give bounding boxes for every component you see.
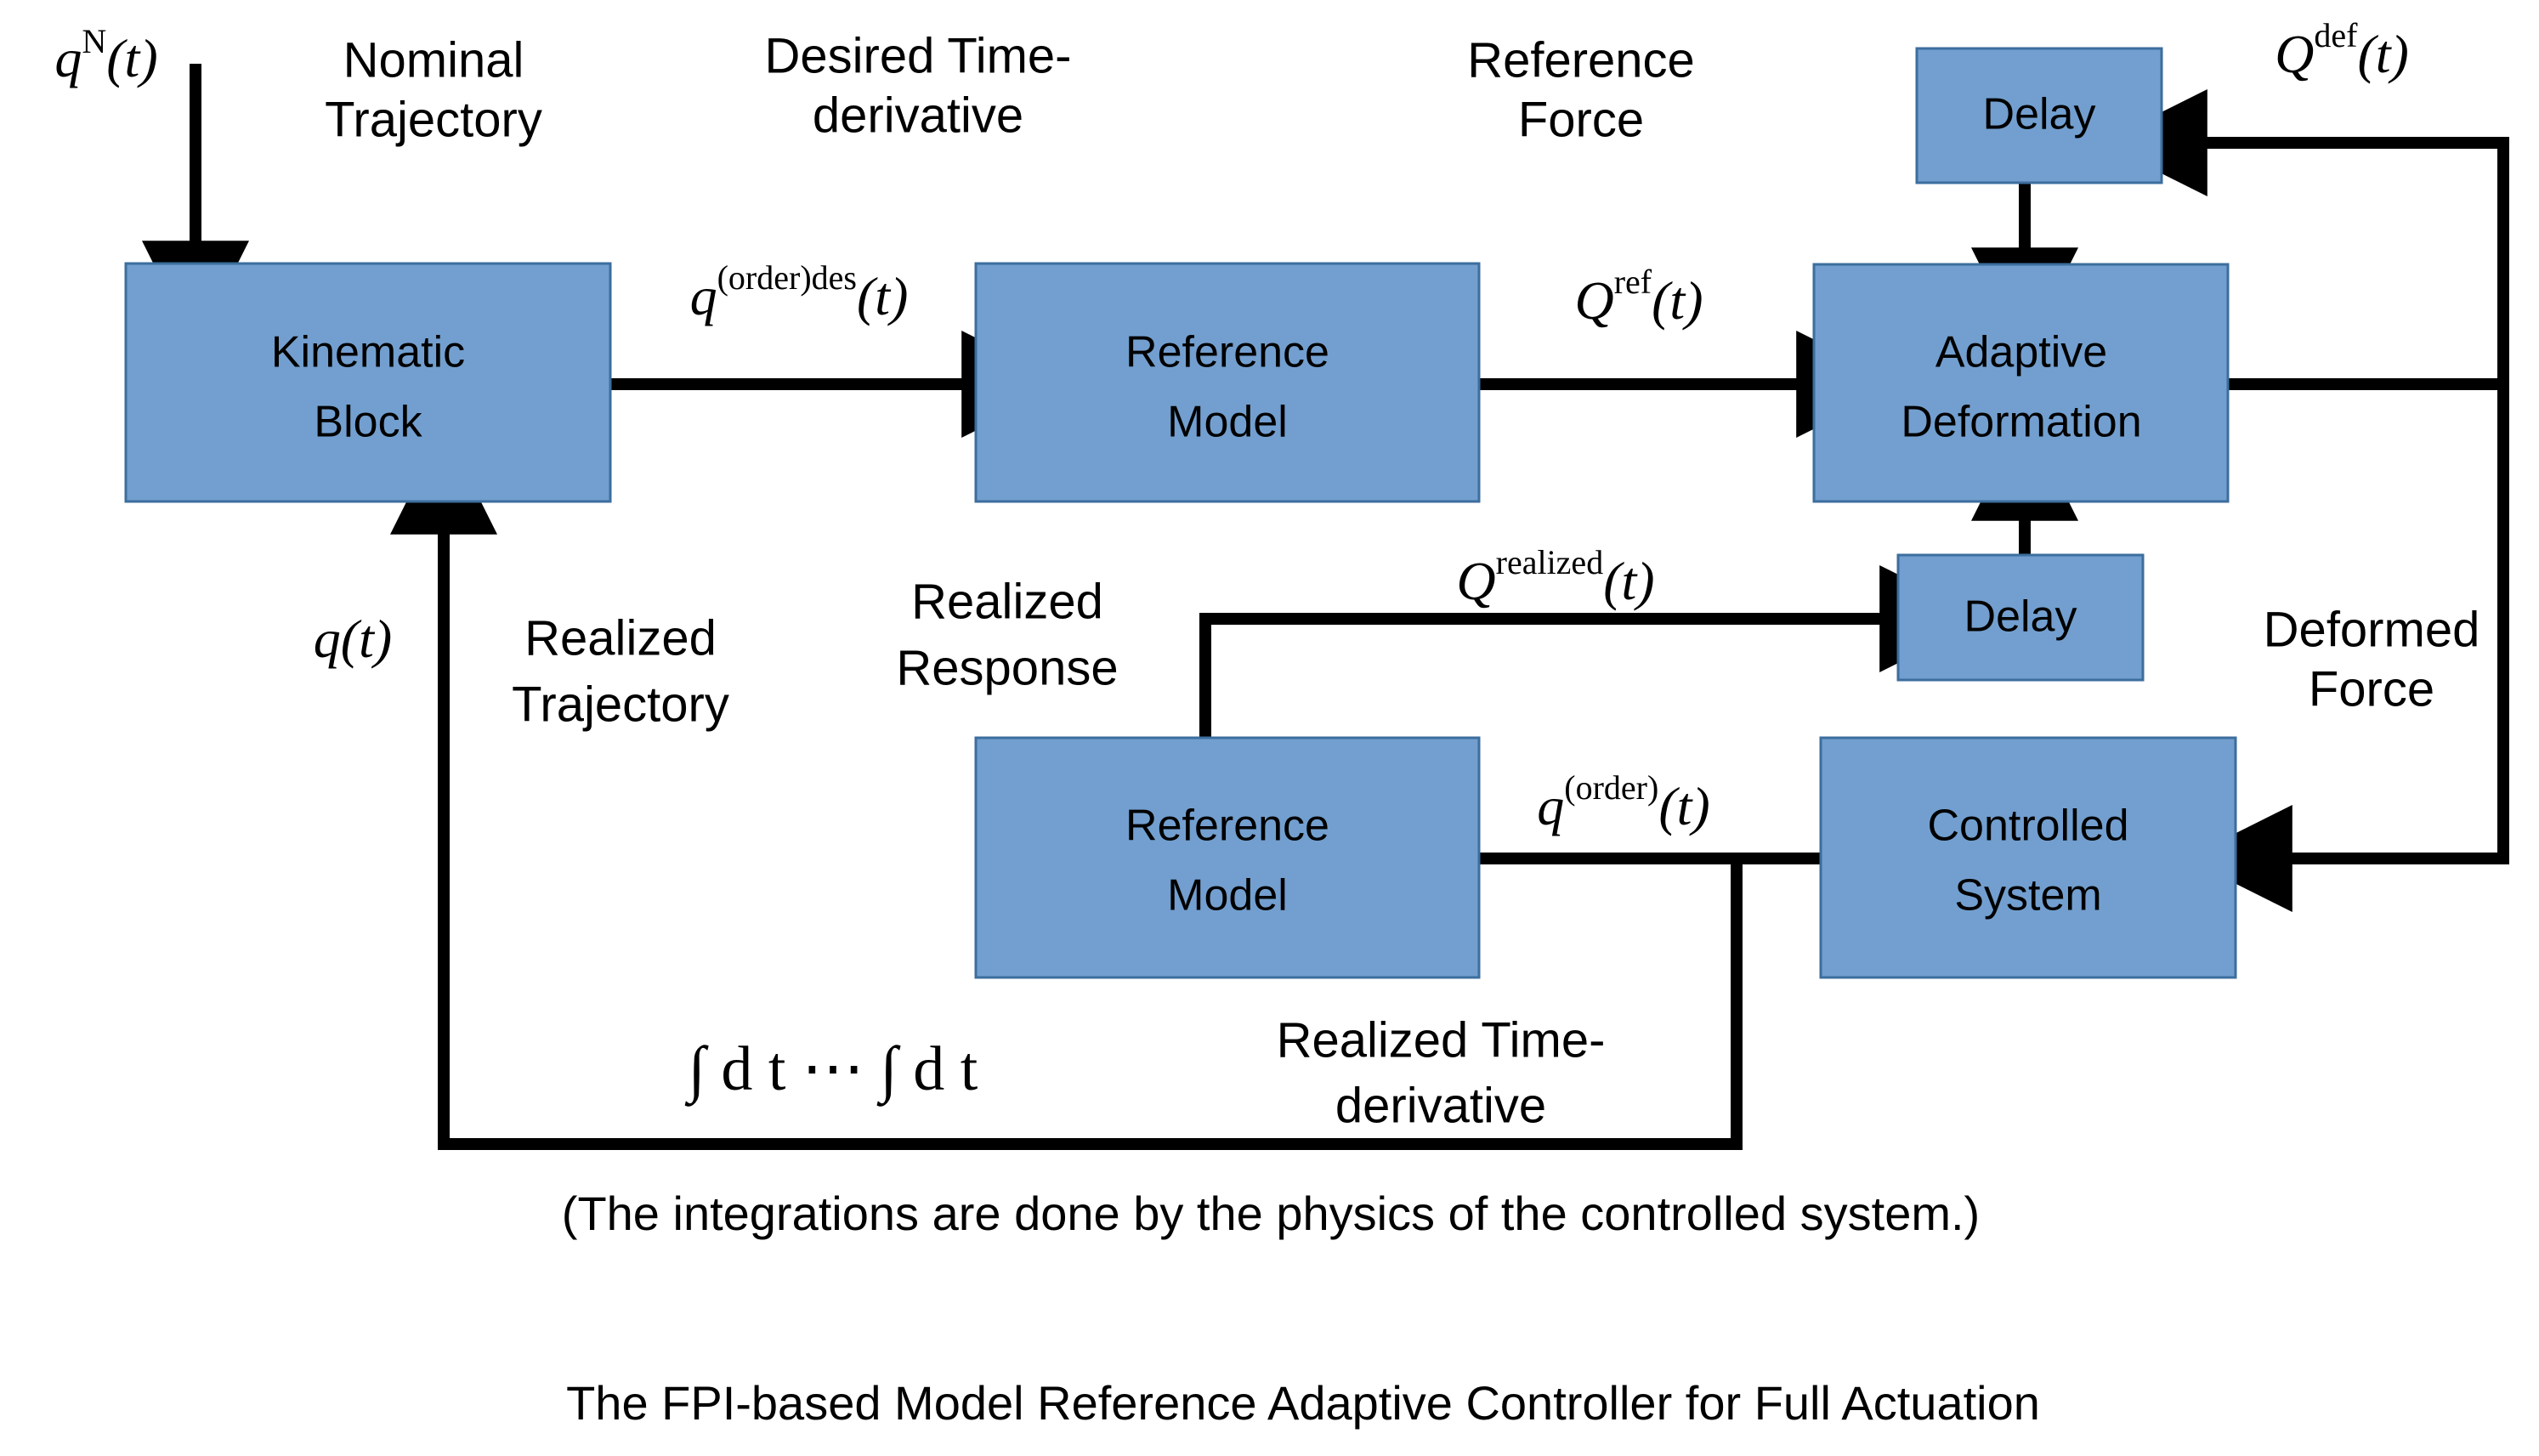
block-delay-mid-label: Delay xyxy=(1964,592,2077,642)
signal-q-nominal-base: q xyxy=(54,28,82,88)
signal-q-order-arg: (t) xyxy=(1658,776,1709,836)
block-kinematic-block-line2: Block xyxy=(314,398,422,447)
block-adaptive-deformation-line1: Adaptive xyxy=(1935,328,2107,377)
block-delay-top-label: Delay xyxy=(1983,90,2096,139)
label-desired-time-derivative-line2: derivative xyxy=(813,88,1023,143)
label-reference-force-line1: Reference xyxy=(1467,32,1695,88)
block-controlled-system-line2: System xyxy=(1954,871,2101,921)
signal-q-realized: q(t) xyxy=(314,609,392,669)
block-reference-model-bottom-rect[interactable] xyxy=(974,736,1481,979)
svg-text:qN(t): qN(t) xyxy=(54,22,157,88)
arrow-qdef-to-delaytop xyxy=(2100,89,2509,196)
svg-text:Qrealized(t): Qrealized(t) xyxy=(1456,543,1654,611)
label-deformed-force-line2: Force xyxy=(2309,661,2434,717)
block-reference-model-top-rect[interactable] xyxy=(974,262,1481,503)
signal-q-realized-arg: (t) xyxy=(341,609,392,669)
signal-q-order-des-base: q xyxy=(690,266,717,326)
svg-text:Qref(t): Qref(t) xyxy=(1574,263,1703,331)
block-reference-model-top-line1: Reference xyxy=(1125,328,1329,377)
signal-Q-ref-arg: (t) xyxy=(1652,270,1703,331)
arrow-deformed-force-to-controlled xyxy=(2185,378,2509,912)
svg-text:Qdef(t): Qdef(t) xyxy=(2275,16,2409,84)
block-reference-model-top-line2: Model xyxy=(1167,398,1288,447)
block-controlled-system[interactable]: Controlled System xyxy=(1819,736,2237,979)
block-kinematic-block[interactable]: Kinematic Block xyxy=(124,262,612,503)
signal-q-order-des-arg: (t) xyxy=(857,266,908,326)
svg-text:q(order)des(t): q(order)des(t) xyxy=(690,258,909,326)
label-realized-time-derivative-line1: Realized Time- xyxy=(1277,1012,1606,1068)
arrow-realized-feedback-to-kinematic xyxy=(390,427,1743,1150)
block-reference-model-bottom-line1: Reference xyxy=(1125,802,1329,851)
signal-integral-chain: ∫ d t ⋯ ∫ d t xyxy=(685,1034,978,1107)
signal-Q-ref-base: Q xyxy=(1574,270,1613,331)
label-realized-trajectory-line2: Trajectory xyxy=(512,677,729,732)
label-reference-force-line2: Force xyxy=(1518,92,1644,147)
block-delay-top[interactable]: Delay xyxy=(1915,47,2163,184)
signal-Q-realized-base: Q xyxy=(1456,551,1495,611)
signal-q-order-sup: (order) xyxy=(1564,768,1658,807)
block-reference-model-top[interactable]: Reference Model xyxy=(974,262,1481,503)
block-controlled-system-line1: Controlled xyxy=(1927,802,2128,851)
label-deformed-force-line1: Deformed xyxy=(2264,602,2480,657)
signal-q-nominal-sup: N xyxy=(82,22,106,60)
block-kinematic-block-line1: Kinematic xyxy=(271,328,465,377)
svg-text:q(t): q(t) xyxy=(314,609,392,669)
label-desired-time-derivative-line1: Desired Time- xyxy=(765,28,1072,83)
arrow-realized-to-delaymid xyxy=(1199,565,1987,748)
signal-q-nominal: qN(t) xyxy=(54,22,157,88)
block-delay-mid-rect[interactable] xyxy=(1896,553,2145,682)
signal-q-realized-base: q xyxy=(314,609,341,669)
signal-Q-ref: Qref(t) xyxy=(1574,263,1703,331)
signal-q-nominal-arg: (t) xyxy=(106,28,157,88)
block-delay-top-rect[interactable] xyxy=(1915,47,2163,184)
block-reference-model-bottom[interactable]: Reference Model xyxy=(974,736,1481,979)
block-adaptive-deformation[interactable]: Adaptive Deformation xyxy=(1812,263,2230,503)
label-realized-response-line1: Realized xyxy=(911,574,1103,629)
label-nominal-trajectory-line2: Trajectory xyxy=(325,92,542,147)
block-reference-model-bottom-line2: Model xyxy=(1167,871,1288,921)
label-nominal-trajectory-line1: Nominal xyxy=(343,32,524,88)
block-delay-mid[interactable]: Delay xyxy=(1896,553,2145,682)
signal-Q-ref-sup: ref xyxy=(1614,263,1652,301)
signal-Q-realized: Qrealized(t) xyxy=(1456,543,1654,611)
signal-q-order: q(order)(t) xyxy=(1537,768,1709,836)
signal-Q-def-arg: (t) xyxy=(2357,24,2408,84)
block-controlled-system-rect[interactable] xyxy=(1819,736,2237,979)
block-adaptive-deformation-line2: Deformation xyxy=(1901,398,2141,447)
signal-q-order-base: q xyxy=(1537,776,1564,836)
signal-q-order-des: q(order)des(t) xyxy=(690,258,909,326)
signal-Q-def-sup: def xyxy=(2314,16,2358,54)
signal-Q-def-base: Q xyxy=(2275,24,2314,84)
connector-group xyxy=(142,64,2509,1150)
label-realized-time-derivative-line2: derivative xyxy=(1335,1078,1546,1133)
signal-q-order-des-sup: (order)des xyxy=(717,258,857,297)
block-adaptive-deformation-rect[interactable] xyxy=(1812,263,2230,503)
signal-Q-realized-sup: realized xyxy=(1496,543,1604,581)
label-realized-response-line2: Response xyxy=(896,640,1118,695)
signal-Q-def: Qdef(t) xyxy=(2275,16,2409,84)
diagram-title: The FPI-based Model Reference Adaptive C… xyxy=(566,1376,2040,1430)
svg-text:q(order)(t): q(order)(t) xyxy=(1537,768,1709,836)
block-kinematic-block-rect[interactable] xyxy=(124,262,612,503)
diagram-caption: (The integrations are done by the physic… xyxy=(562,1187,1980,1240)
signal-Q-realized-arg: (t) xyxy=(1603,551,1654,611)
label-realized-trajectory-line1: Realized xyxy=(524,610,717,666)
